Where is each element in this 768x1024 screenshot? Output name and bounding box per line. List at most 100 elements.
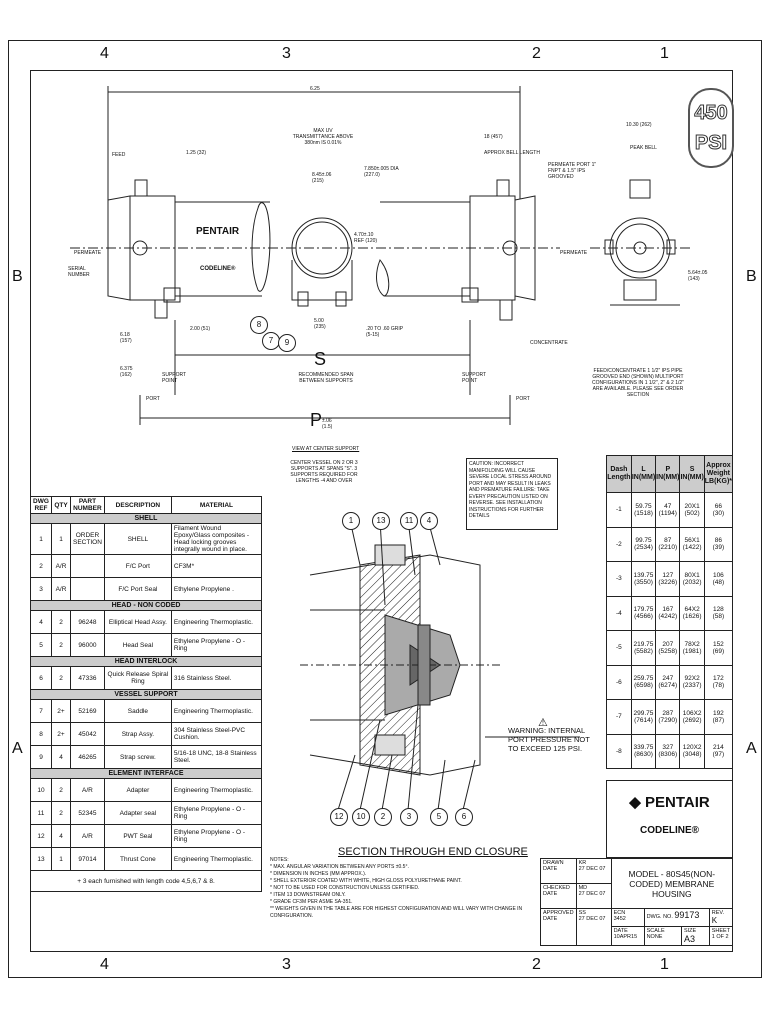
dim-p: P [310, 410, 323, 430]
dash-cell-mm: (2210) [658, 544, 678, 552]
bom-cell-ref: 9 [30, 745, 52, 769]
dash-cell: 287(7290) [655, 699, 681, 735]
label-view-center: VIEW AT CENTER SUPPORT [292, 446, 360, 452]
label-support-left: SUPPORT POINT [162, 372, 186, 384]
logo-pentair: ◆ PENTAIR [607, 793, 732, 811]
bom-cell-mat: 5/16-18 UNC, 18-8 Stainless Steel. [170, 745, 263, 769]
dash-cell-code: -8 [606, 733, 632, 769]
dim-1030: 10.30 (262) [626, 122, 652, 128]
dim-grip: .20 TO .60 GRIP (5-15) [366, 326, 403, 338]
dash-cell-in: 167 [662, 606, 674, 614]
dash-cell-in: 219.75 [633, 640, 654, 648]
bom-section-row: HEAD INTERLOCK [30, 656, 262, 667]
psi-unit: PSI [694, 132, 728, 155]
zone-bottom-2: 2 [532, 956, 541, 973]
dash-cell-code: -3 [606, 561, 632, 597]
bom-cell-qty: 1 [51, 523, 71, 555]
dim-dia: 7.850±.005 DIA (227.0) [364, 166, 399, 178]
dash-header-weight: Approx Weight LB(KG)* [703, 455, 734, 493]
dash-cell: 299.75(7614) [630, 699, 657, 735]
dash-header-s: S IN(MM) [679, 455, 705, 493]
zone-top-4: 4 [100, 45, 109, 62]
dash-cell: 59.75(1518) [630, 492, 657, 528]
dash-cell-mm: (8630) [634, 751, 653, 759]
balloon-3: 3 [400, 808, 418, 826]
bom-cell-part: 52345 [70, 801, 105, 825]
section-drawing [300, 519, 580, 811]
dim-200: 2.00 (51) [190, 326, 211, 332]
dim-470: 4.70±.10 REF (120) [354, 232, 378, 244]
warning-text: WARNING: INTERNAL PORT PRESSURE NOT TO E… [508, 726, 590, 753]
bom-cell-mat: Engineering Thermoplastic. [170, 610, 263, 634]
dim-618: 6.18 (157) [120, 332, 132, 344]
dash-cell-in: 66 [714, 502, 722, 510]
zone-bottom-4: 4 [100, 956, 109, 973]
dash-cell-mm: (7290) [658, 716, 678, 724]
tb-rev: REV.K [708, 908, 734, 927]
dash-cell-in: 152 [712, 640, 724, 648]
dash-cell-mm: (1422) [682, 544, 702, 552]
dash-cell: 78X2(1981) [679, 630, 705, 666]
dash-cell: 127(3226) [655, 561, 681, 597]
bom-cell-mat: Ethylene Propylene - O - Ring [170, 824, 263, 848]
notes-block: NOTES: * MAX. ANGULAR VARIATION BETWEEN … [270, 857, 540, 920]
dash-cell-mm: (58) [712, 613, 725, 621]
bom-header-row: DWG REF QTY PART NUMBER DESCRIPTION MATE… [30, 496, 263, 514]
zone-top-3: 3 [282, 45, 291, 62]
bom-cell-ref: 5 [30, 633, 52, 657]
dash-cell-in: 299.75 [633, 709, 654, 717]
dash-cell-mm: (1518) [634, 509, 653, 517]
bom-section-title: ELEMENT INTERFACE [30, 768, 262, 779]
dash-cell: 120X2(3048) [679, 733, 705, 769]
label-max-uv: MAX UV TRANSMITTANCE ABOVE 380nm IS 0.01… [292, 128, 354, 146]
bom-cell-mat: Ethylene Propylene . [170, 577, 263, 601]
label-permeate-port: PERMEATE PORT 1" FNPT & 1.5" IPS GROOVED [548, 162, 597, 180]
dash-cell-mm: (1194) [658, 509, 677, 517]
balloon-12: 12 [330, 808, 348, 826]
label-feed-concentrate: FEED/CONCENTRATE 1 1/2" IPS PIPE GROOVED… [592, 368, 684, 398]
bom-header-desc: DESCRIPTION [103, 496, 172, 514]
dash-header-row: Dash Length L IN(MM) P IN(MM) S IN(MM) A… [606, 455, 734, 493]
bom-cell-ref: 2 [30, 554, 52, 578]
bom-cell-ref: 12 [30, 824, 52, 848]
dash-cell-mm: (2032) [682, 578, 702, 586]
bom-cell-desc: Elliptical Head Assy. [103, 610, 172, 634]
bom-cell-part: 46265 [70, 745, 105, 769]
tb-sheet: SHEET 1 OF 2 [708, 926, 734, 946]
shell-codeline-logo: CODELINE® [200, 266, 236, 272]
bom-cell-mat: Engineering Thermoplastic. [170, 778, 263, 802]
dash-cell-in: 192 [712, 709, 724, 717]
label-concentrate: CONCENTRATE [530, 340, 568, 346]
bom-cell-qty: 1 [51, 847, 71, 871]
bom-cell-mat: 304 Stainless Steel-PVC Cushion. [170, 722, 263, 746]
tb-dwg: DWG. NO. 99173 [643, 908, 710, 927]
dash-cell-mm: (97) [712, 751, 725, 759]
bom-cell-mat: Engineering Thermoplastic. [170, 699, 263, 723]
dash-cell-in: 78X2 [684, 640, 700, 648]
note-item: * MAX. ANGULAR VARIATION BETWEEN ANY POR… [270, 864, 409, 870]
bom-section-title: HEAD - NON CODED [30, 600, 262, 611]
dash-cell-mm: (87) [712, 716, 725, 724]
bom-cell-part: 47336 [70, 666, 105, 690]
label-approx-bell: APPROX BELL LENGTH [484, 150, 540, 156]
dim-125: 1.25 (32) [186, 150, 207, 156]
dash-cell: 179.75(4566) [630, 595, 657, 631]
dash-cell-in: 247 [662, 675, 674, 683]
label-recommended-span: RECOMMENDED SPAN BETWEEN SUPPORTS [298, 372, 354, 384]
dash-cell-mm: (8306) [658, 751, 678, 759]
dash-cell-mm: (5582) [634, 647, 653, 655]
dash-cell: 56X1(1422) [679, 526, 705, 562]
bom-cell-part: A/R [70, 778, 105, 802]
label-feed: FEED [112, 152, 126, 158]
balloon-8: 8 [250, 316, 268, 334]
dash-cell-mm: (1981) [682, 647, 702, 655]
dash-cell-mm: (502) [684, 509, 700, 517]
